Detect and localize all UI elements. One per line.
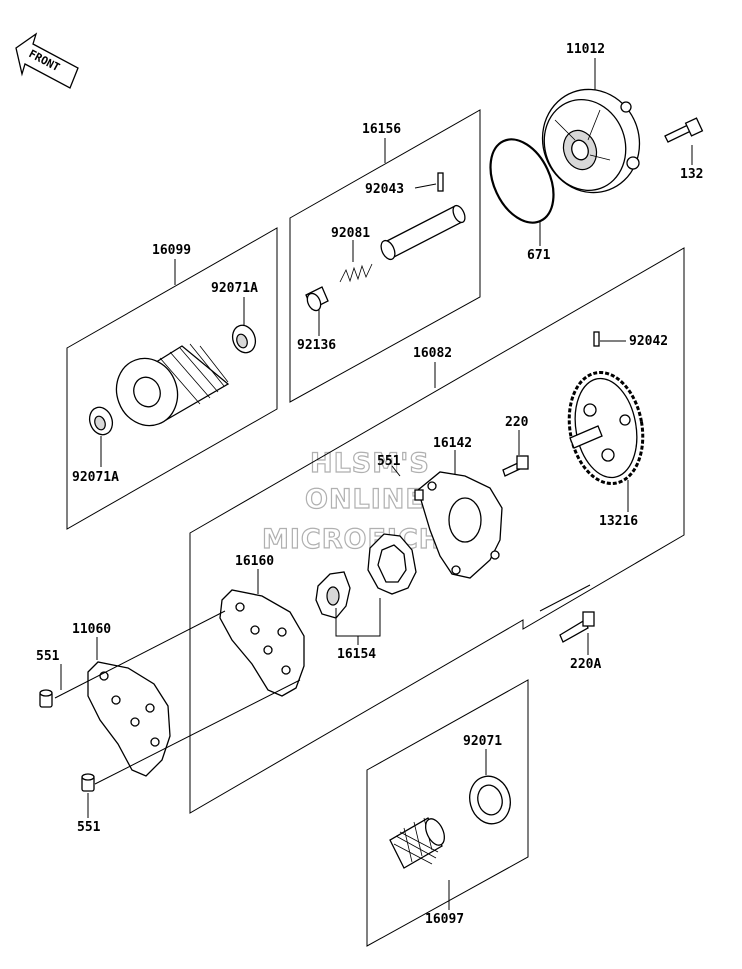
watermark-line3: MICROFICHE — [262, 524, 462, 555]
label-92136: 92136 — [297, 338, 336, 353]
group-box-16156 — [289, 109, 481, 403]
bolt-220 — [502, 455, 529, 477]
watermark-line1: HLSM'S — [310, 448, 430, 479]
dowel-551-left — [39, 689, 53, 708]
pump-body-16142 — [414, 471, 503, 579]
label-92071A-top: 92071A — [211, 281, 258, 296]
watermark: HLSM'S ONLINE MICROFICHE — [261, 447, 462, 555]
group-box-16082 — [189, 247, 685, 814]
inner-rotor-16154 — [315, 571, 351, 619]
label-551-left: 551 — [36, 649, 60, 664]
label-11060: 11060 — [72, 622, 111, 637]
label-16097: 16097 — [425, 912, 464, 927]
label-16154: 16154 — [337, 647, 376, 662]
bolt-220A — [559, 611, 595, 643]
dowel-551-bottom — [81, 773, 95, 792]
label-551-bottom: 551 — [77, 820, 101, 835]
label-16099: 16099 — [152, 243, 191, 258]
label-132: 132 — [680, 167, 703, 182]
label-16142: 16142 — [433, 436, 472, 451]
label-16156: 16156 — [362, 122, 401, 137]
label-92042: 92042 — [629, 334, 668, 349]
label-220: 220 — [505, 415, 529, 430]
o-ring-671 — [489, 138, 555, 224]
label-92071: 92071 — [463, 734, 502, 749]
relief-valve-16156 — [305, 172, 466, 312]
label-671: 671 — [527, 248, 551, 263]
strainer-16097 — [389, 775, 511, 869]
label-220A: 220A — [570, 657, 601, 672]
group-box-16097 — [366, 679, 529, 947]
label-16160: 16160 — [235, 554, 274, 569]
outer-rotor — [367, 533, 417, 595]
gear-13216 — [567, 331, 645, 486]
label-11012: 11012 — [566, 42, 605, 57]
pump-cover-11012 — [541, 88, 641, 194]
watermark-line2: ONLINE — [305, 484, 425, 515]
group-box-16099 — [66, 227, 278, 530]
plate-16160 — [219, 589, 305, 697]
label-92081: 92081 — [331, 226, 370, 241]
label-16082: 16082 — [413, 346, 452, 361]
oil-filter-16099 — [88, 324, 257, 436]
label-92071A-bottom: 92071A — [72, 470, 119, 485]
bolt-132 — [664, 117, 704, 143]
label-551-mid: 551 — [377, 454, 401, 469]
part-labels: 11012 132 671 16156 92043 92081 92136 16… — [36, 42, 703, 927]
label-13216: 13216 — [599, 514, 638, 529]
leader-lines — [54, 58, 693, 910]
plate-11060 — [87, 661, 171, 777]
front-arrow: FRONT — [15, 32, 79, 89]
label-92043: 92043 — [365, 182, 404, 197]
